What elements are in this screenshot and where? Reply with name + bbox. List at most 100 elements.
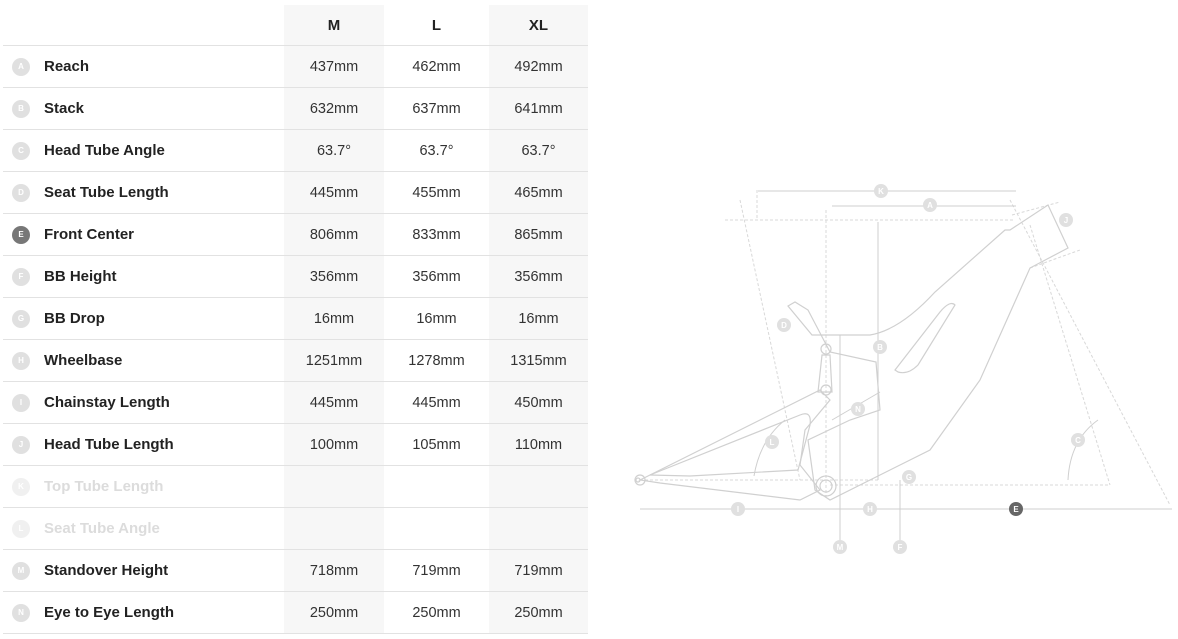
table-row[interactable]: L Seat Tube Angle (3, 508, 588, 550)
row-badge: K (12, 478, 30, 496)
value-xl: 865mm (514, 227, 563, 243)
value-l: 16mm (416, 311, 457, 327)
diagram-badge-a (923, 198, 937, 212)
diagram-badge-label: J (1064, 216, 1068, 225)
table-row[interactable]: J Head Tube Length 100mm 105mm 110mm (3, 424, 588, 466)
value-xl: 641mm (514, 101, 563, 117)
diagram-badge-n (851, 402, 865, 416)
value-m: 356mm (309, 269, 359, 285)
row-badge: L (12, 520, 30, 538)
diagram-badge-e (1009, 502, 1023, 516)
table-row[interactable]: F BB Height 356mm 356mm 356mm (3, 256, 588, 298)
value-m: 445mm (309, 185, 359, 201)
table-row[interactable]: A Reach 437mm 462mm 492mm (3, 46, 588, 88)
diagram-badge-d (777, 318, 791, 332)
row-label: Top Tube Length (44, 478, 164, 495)
diagram-badge-g (902, 470, 916, 484)
row-badge: G (12, 310, 30, 328)
diagram-badge-label: M (837, 543, 844, 552)
table-row[interactable]: G BB Drop 16mm 16mm 16mm (3, 298, 588, 340)
row-badge: D (12, 184, 30, 202)
value-l: 445mm (412, 395, 461, 411)
value-m: 445mm (309, 395, 359, 411)
row-badge: A (12, 58, 30, 76)
row-badge: N (12, 604, 30, 622)
table-row[interactable]: K Top Tube Length (3, 466, 588, 508)
diagram-badge-h (863, 502, 877, 516)
value-l: 719mm (412, 563, 461, 579)
value-m: 100mm (309, 437, 359, 453)
table-header: M L XL (3, 5, 588, 46)
column-shade-m (284, 5, 384, 634)
row-label: Eye to Eye Length (44, 604, 175, 621)
value-xl: 16mm (518, 311, 559, 327)
diagram-badge-k (874, 184, 888, 198)
value-l: 1278mm (408, 353, 465, 369)
measure-arrows (640, 190, 1172, 545)
table-row[interactable]: H Wheelbase 1251mm 1278mm 1315mm (3, 340, 588, 382)
value-xl: 719mm (514, 563, 563, 579)
value-xl: 110mm (514, 437, 563, 453)
diagram-badge-label: E (1013, 505, 1019, 514)
diagram-badge-label: G (906, 473, 912, 482)
row-label: Head Tube Length (44, 436, 174, 453)
column-shade-xl (489, 5, 588, 634)
row-badge: J (12, 436, 30, 454)
row-badge: I (12, 394, 30, 412)
diagram-badge-c (1071, 433, 1085, 447)
row-label: BB Drop (44, 310, 105, 327)
value-xl: 250mm (514, 605, 563, 621)
value-l: 250mm (412, 605, 461, 621)
diagram-badge-label: C (1075, 436, 1081, 445)
row-label: Seat Tube Angle (44, 520, 160, 537)
diagram-badge-b (873, 340, 887, 354)
diagram-badge-i (731, 502, 745, 516)
table-row[interactable]: C Head Tube Angle 63.7° 63.7° 63.7° (3, 130, 588, 172)
bike-frame (634, 204, 1069, 501)
value-m: 63.7° (316, 143, 352, 159)
diagram-badge-label: H (867, 505, 873, 514)
value-xl: 356mm (514, 269, 563, 285)
value-xl: 492mm (514, 59, 563, 75)
diagram-badge-j (1059, 213, 1073, 227)
row-badge: E (12, 226, 30, 244)
value-m: 806mm (309, 227, 359, 243)
diagram-badge-f (893, 540, 907, 554)
row-label: Front Center (44, 226, 134, 243)
diagram-badge-label: A (927, 201, 933, 210)
value-xl: 1315mm (510, 353, 567, 369)
table-row[interactable]: N Eye to Eye Length 250mm 250mm 250mm (3, 592, 588, 634)
value-xl: 450mm (514, 395, 563, 411)
size-header-xl[interactable]: XL (528, 17, 549, 34)
row-badge: M (12, 562, 30, 580)
diagram-badge-label: I (737, 505, 739, 514)
row-badge: H (12, 352, 30, 370)
row-badge: B (12, 100, 30, 118)
row-label: Stack (44, 100, 85, 117)
diagram-badge-label: L (770, 438, 775, 447)
row-badge: C (12, 142, 30, 160)
size-header-m[interactable]: M (327, 17, 341, 34)
dimension-lines (640, 190, 1171, 506)
value-m: 250mm (309, 605, 359, 621)
row-label: Seat Tube Length (44, 184, 169, 201)
diagram-badge-label: D (781, 321, 787, 330)
table-row[interactable]: E Front Center 806mm 833mm 865mm (3, 214, 588, 256)
table-row[interactable]: M Standover Height 718mm 719mm 719mm (3, 550, 588, 592)
row-badge: F (12, 268, 30, 286)
value-m: 1251mm (305, 353, 363, 369)
table-row[interactable]: B Stack 632mm 637mm 641mm (3, 88, 588, 130)
value-m: 718mm (309, 563, 359, 579)
diagram-badge-label: K (878, 187, 884, 196)
diagram-badge-label: F (898, 543, 903, 552)
table-row[interactable]: D Seat Tube Length 445mm 455mm 465mm (3, 172, 588, 214)
value-m: 632mm (309, 101, 359, 117)
size-header-l[interactable]: L (431, 17, 442, 34)
diagram-badge-m (833, 540, 847, 554)
diagram-badge-label: B (877, 343, 883, 352)
table-row[interactable]: I Chainstay Length 445mm 445mm 450mm (3, 382, 588, 424)
value-l: 63.7° (419, 143, 454, 159)
row-label: Wheelbase (44, 352, 123, 369)
